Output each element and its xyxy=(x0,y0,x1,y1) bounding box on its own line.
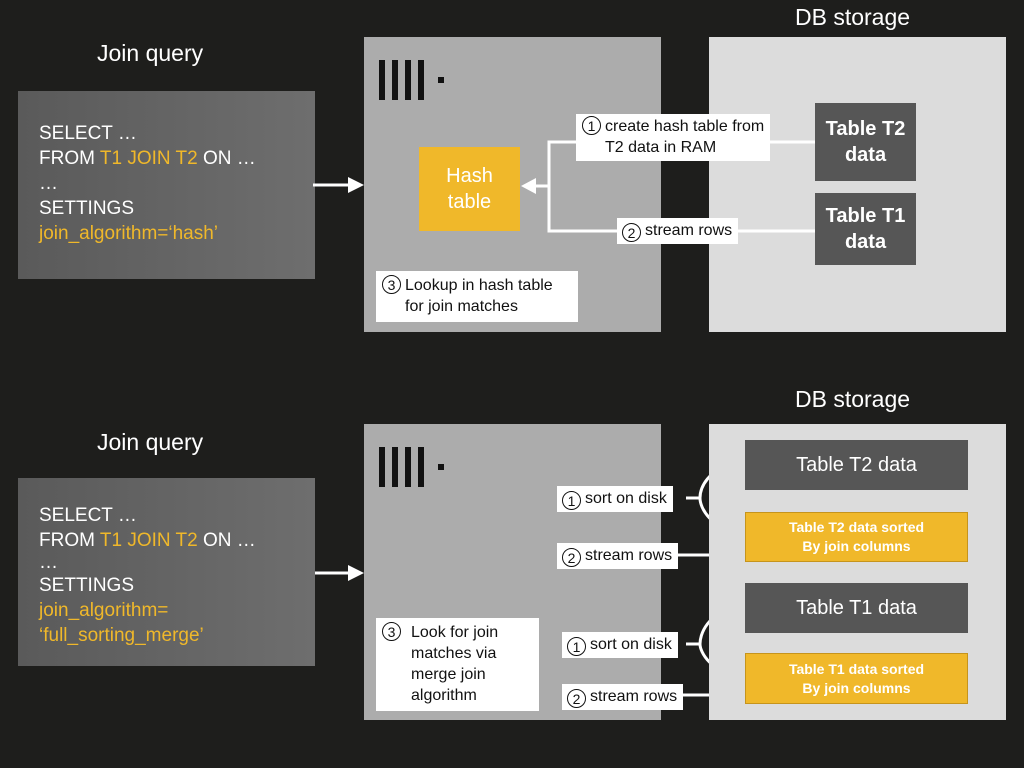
top-query-arrowhead xyxy=(348,177,364,193)
bottom-query-arrowhead xyxy=(348,565,364,581)
bottom-table-t1-box: Table T1 data xyxy=(745,583,968,633)
step-text: sort on disk xyxy=(590,636,672,653)
step-text: Look for join matches via merge join alg… xyxy=(411,624,499,704)
query-line: SETTINGS xyxy=(39,198,135,219)
query-line: FROM T1 JOIN T2 ON … xyxy=(39,148,256,169)
query-tables-highlight: T1 JOIN T2 xyxy=(99,530,198,551)
step-number-badge: 1 xyxy=(562,491,581,510)
engine-logo-icon xyxy=(379,447,449,487)
top-table-t2-box: Table T2 data xyxy=(815,103,916,181)
step-text: create hash table from T2 data in RAM xyxy=(605,118,765,156)
query-line: … xyxy=(39,552,58,573)
step-text: stream rows xyxy=(590,688,678,705)
step-text: Lookup in hash table for join matches xyxy=(405,277,553,315)
query-tables-highlight: T1 JOIN T2 xyxy=(99,148,198,169)
bottom-table-t2-box: Table T2 data xyxy=(745,440,968,490)
bottom-step3-label: 3 Look for join matches via merge join a… xyxy=(376,618,539,711)
query-line: SELECT … xyxy=(39,505,137,526)
step-text: stream rows xyxy=(585,547,673,564)
top-build-arrowhead xyxy=(521,178,536,194)
step-number-badge: 1 xyxy=(582,116,601,135)
step-text: sort on disk xyxy=(585,490,667,507)
query-setting-line: join_algorithm= xyxy=(39,600,169,621)
query-line: SETTINGS xyxy=(39,575,135,596)
step-number-badge: 3 xyxy=(382,622,401,641)
query-line: FROM T1 JOIN T2 ON … xyxy=(39,530,256,551)
query-setting-line: join_algorithm=‘hash’ xyxy=(39,223,219,244)
engine-logo-icon xyxy=(379,60,449,100)
query-setting-line: ‘full_sorting_merge’ xyxy=(39,625,204,646)
hash-table-box: Hash table xyxy=(419,147,520,231)
step-number-badge: 2 xyxy=(622,223,641,242)
top-db-storage-heading: DB storage xyxy=(795,4,911,30)
step-text: stream rows xyxy=(645,222,733,239)
step-number-badge: 2 xyxy=(562,548,581,567)
query-line: SELECT … xyxy=(39,123,137,144)
step-number-badge: 1 xyxy=(567,637,586,656)
top-query-box: SELECT … FROM T1 JOIN T2 ON … … SETTINGS… xyxy=(18,91,315,279)
top-step3-label: 3 Lookup in hash table for join matches xyxy=(376,271,578,322)
top-step1-label: 1 create hash table from T2 data in RAM xyxy=(576,114,771,161)
top-join-query-heading: Join query xyxy=(97,40,204,66)
top-table-t1-box: Table T1 data xyxy=(815,193,916,265)
query-line: … xyxy=(39,173,58,194)
top-db-storage-panel xyxy=(709,37,1006,332)
step-number-badge: 3 xyxy=(382,275,401,294)
step-number-badge: 2 xyxy=(567,689,586,708)
bottom-join-query-heading: Join query xyxy=(97,429,204,455)
bottom-db-storage-heading: DB storage xyxy=(795,386,911,412)
bottom-query-box: SELECT … FROM T1 JOIN T2 ON … … SETTINGS… xyxy=(18,478,315,666)
bottom-table-t1-sorted-box: Table T1 data sorted By join columns xyxy=(745,653,968,704)
bottom-table-t2-sorted-box: Table T2 data sorted By join columns xyxy=(745,512,968,562)
